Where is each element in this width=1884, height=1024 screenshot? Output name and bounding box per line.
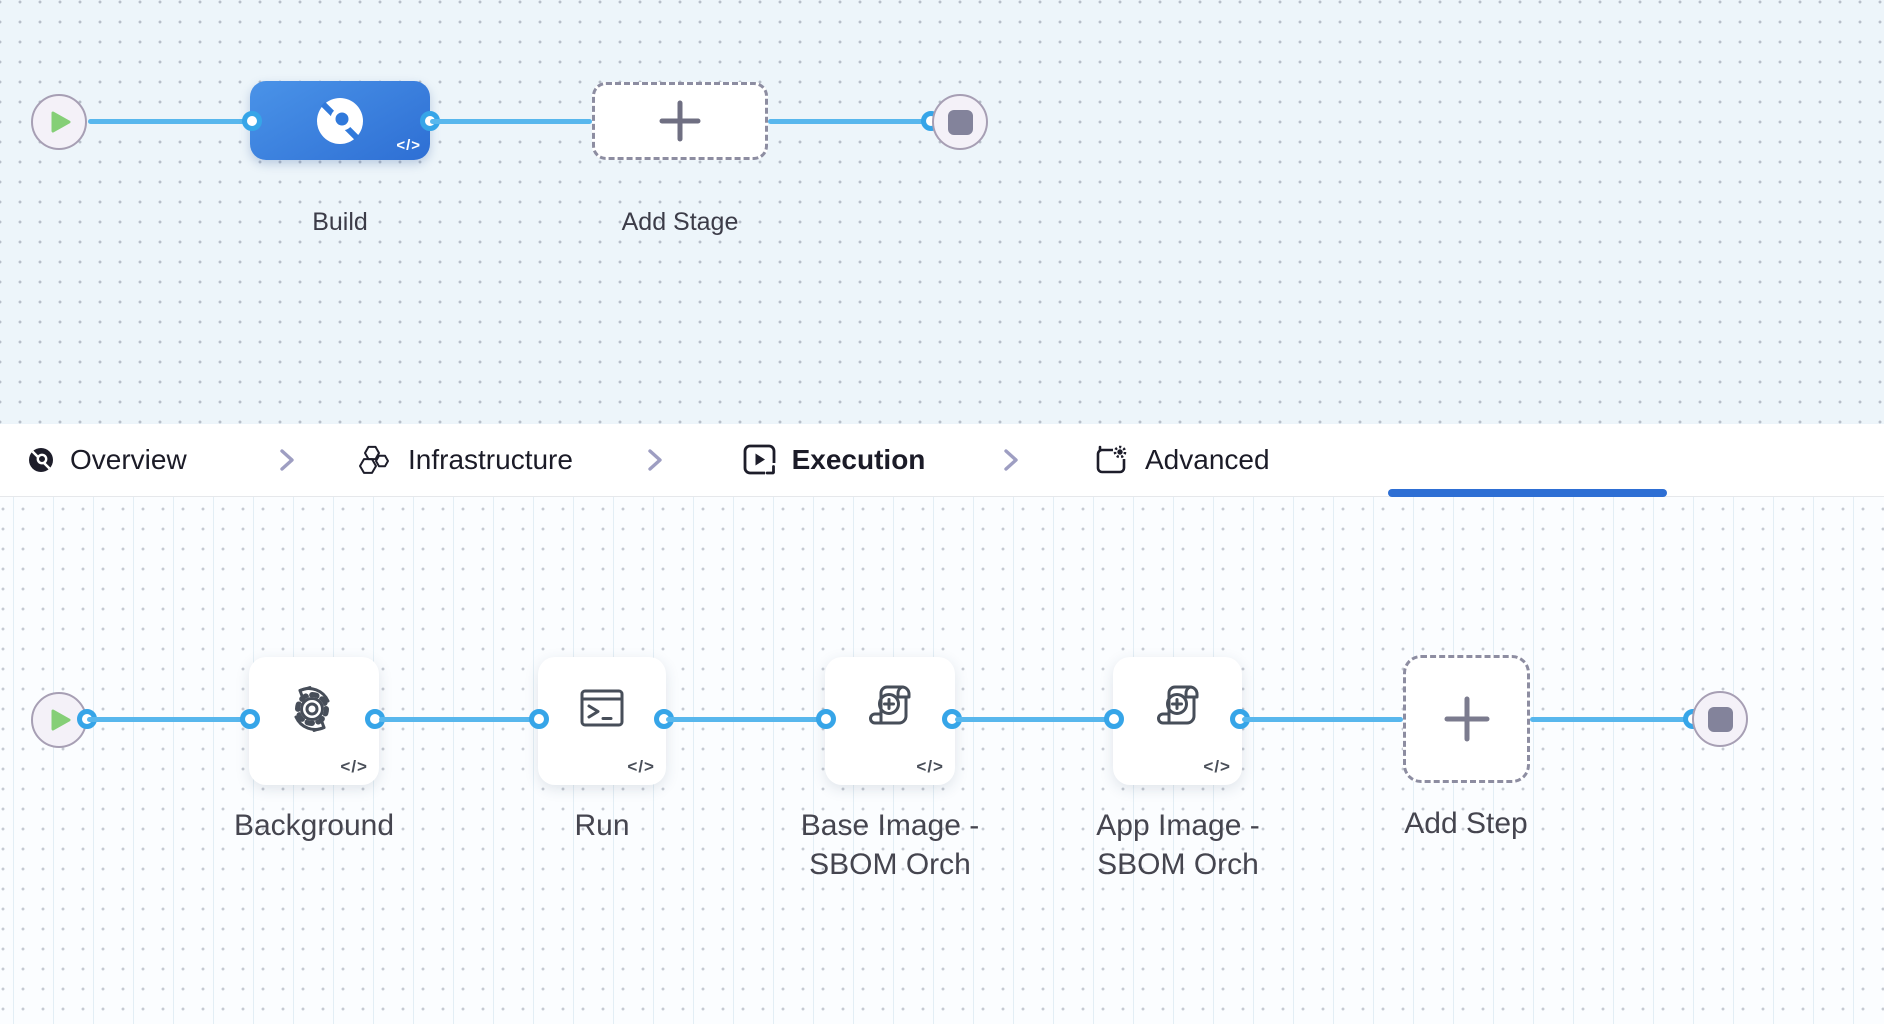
pipeline-end-node[interactable] xyxy=(932,94,988,150)
scroll-plus-icon xyxy=(869,685,911,725)
code-glyph: </> xyxy=(627,757,655,776)
code-glyph: </> xyxy=(396,137,421,154)
plus-icon xyxy=(1444,696,1489,742)
pipeline-stages-canvas[interactable]: </> Build Add Stage xyxy=(0,0,1884,424)
edge-addstep-to-end xyxy=(1530,717,1693,722)
add-step-button[interactable] xyxy=(1403,655,1530,783)
code-glyph: </> xyxy=(916,757,944,776)
step-label-app-image: App Image - SBOM Orch xyxy=(1096,809,1260,881)
tab-overview[interactable]: Overview xyxy=(28,424,187,496)
tab-label: Advanced xyxy=(1145,444,1270,475)
step-label-background: Background xyxy=(233,809,395,842)
tab-execution[interactable]: Execution xyxy=(694,424,1667,497)
step-label-run: Run xyxy=(574,809,630,842)
play-icon xyxy=(51,111,71,133)
edge-build-to-addstage xyxy=(430,119,592,124)
step-node-background[interactable]: </> xyxy=(249,657,379,785)
connector-build-in[interactable] xyxy=(242,111,262,131)
terminal-icon xyxy=(580,689,624,727)
edge-start-to-background xyxy=(87,717,250,722)
code-glyph: </> xyxy=(1203,757,1231,776)
edge-addstage-to-end xyxy=(768,119,932,124)
stage-config-tab-bar: Overview Infrastructure xyxy=(0,424,1884,497)
active-tab-underline xyxy=(1388,489,1667,497)
plus-icon xyxy=(659,100,701,142)
step-label-add-step: Add Step xyxy=(1404,807,1528,840)
scroll-plus-icon xyxy=(1156,685,1198,725)
step-label-base-image: Base Image - SBOM Orch xyxy=(800,809,980,881)
stage-label-build: Build xyxy=(312,208,368,236)
pipeline-start-node[interactable] xyxy=(31,94,87,150)
connector-baseimage-in[interactable] xyxy=(816,709,836,729)
play-icon xyxy=(51,709,71,731)
connector-background-in[interactable] xyxy=(240,709,260,729)
connector-run-in[interactable] xyxy=(529,709,549,729)
hexagons-icon xyxy=(358,444,392,476)
edge-appimage-to-addstep xyxy=(1242,717,1403,722)
chevron-right-icon xyxy=(1001,424,1021,496)
stage-node-build[interactable]: </> xyxy=(250,81,430,160)
tab-advanced[interactable]: Advanced xyxy=(1095,424,1270,496)
stop-icon xyxy=(1707,706,1733,732)
step-node-run[interactable]: </> xyxy=(538,657,666,785)
ci-build-icon xyxy=(317,97,363,144)
gear-sync-icon xyxy=(294,686,330,732)
add-stage-button[interactable] xyxy=(592,82,768,160)
edge-start-to-build xyxy=(88,119,252,124)
step-node-base-image[interactable]: </> xyxy=(825,657,955,785)
ci-overview-icon xyxy=(28,447,54,473)
execution-end-node[interactable] xyxy=(1692,691,1748,747)
edge-run-to-baseimage xyxy=(666,717,826,722)
square-gear-icon xyxy=(1095,444,1129,476)
code-glyph: </> xyxy=(340,757,368,776)
play-square-icon xyxy=(742,443,778,477)
execution-steps-canvas[interactable]: </> </> xyxy=(0,497,1884,1024)
edge-background-to-run xyxy=(379,717,539,722)
tab-label: Overview xyxy=(70,444,187,475)
tab-label: Execution xyxy=(791,444,926,475)
tab-label: Infrastructure xyxy=(408,444,573,475)
stop-icon xyxy=(947,109,973,135)
connector-appimage-in[interactable] xyxy=(1104,709,1124,729)
step-node-app-image[interactable]: </> xyxy=(1113,657,1242,785)
chevron-right-icon xyxy=(277,424,297,496)
stage-label-add-stage: Add Stage xyxy=(621,208,739,236)
tab-infrastructure[interactable]: Infrastructure xyxy=(358,424,573,496)
edge-baseimage-to-appimage xyxy=(955,717,1114,722)
chevron-right-icon xyxy=(645,424,665,496)
